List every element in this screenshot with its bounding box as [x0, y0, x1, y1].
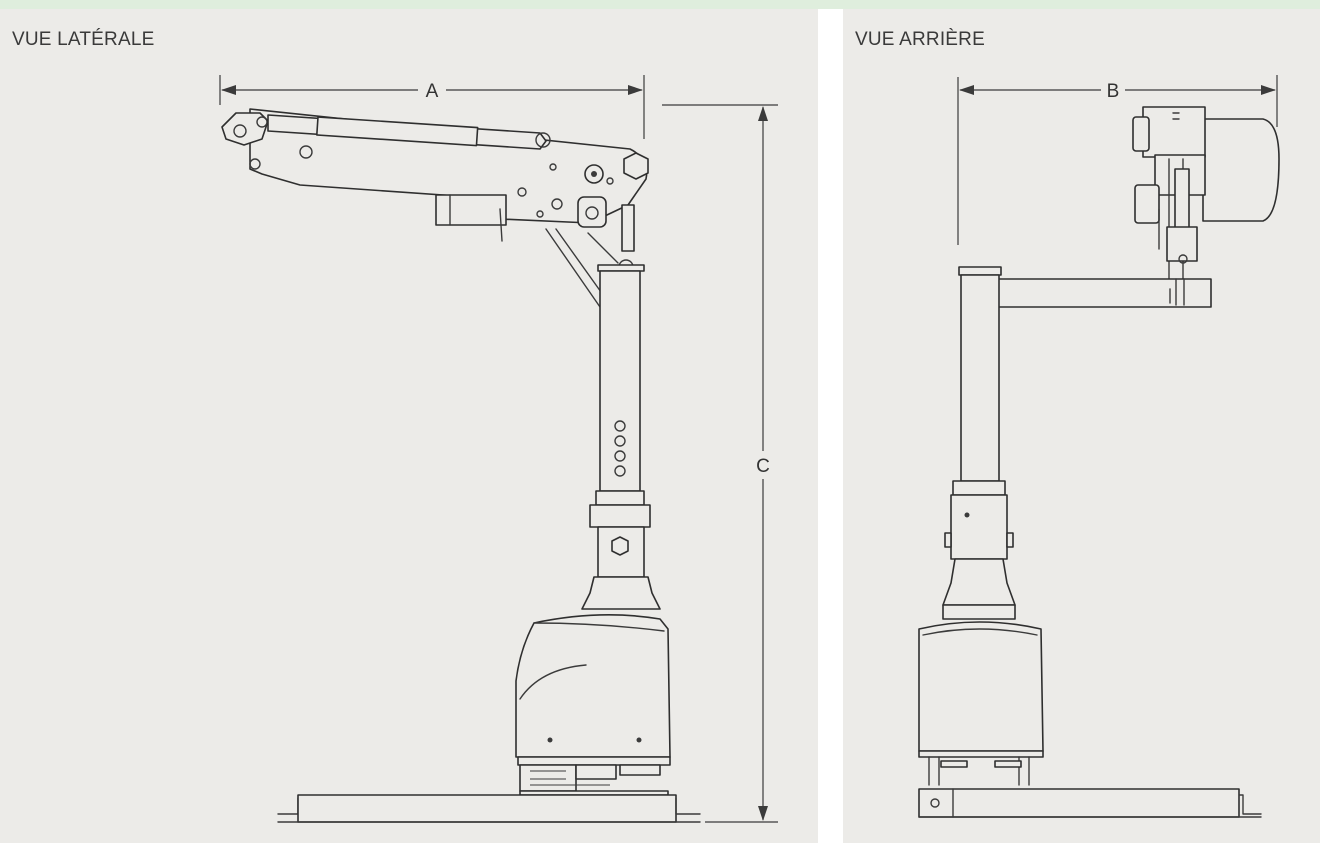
side-view-title: VUE LATÉRALE [12, 29, 155, 50]
rear-foot-rail [918, 788, 1262, 818]
dimension-c: C [662, 104, 778, 823]
dimension-a: A [219, 75, 645, 139]
dimension-c-label: C [756, 456, 770, 477]
dimension-b: B [957, 75, 1278, 245]
base-housing [515, 614, 671, 796]
rear-view-title: VUE ARRIÈRE [855, 29, 985, 50]
rear-view-drawing: B [918, 75, 1280, 818]
horizontal-arm [994, 278, 1212, 308]
rear-mast [942, 266, 1016, 620]
boom-arm [221, 108, 649, 308]
hoist-head [1132, 106, 1280, 282]
side-view-panel: VUE LATÉRALE A C [0, 9, 818, 843]
mast [581, 264, 661, 610]
rear-base-housing [918, 621, 1044, 786]
side-view-drawing: A C [219, 75, 778, 823]
top-accent-strip [0, 0, 1320, 9]
rear-view-panel: VUE ARRIÈRE B [843, 9, 1320, 843]
dimension-a-label: A [426, 81, 439, 102]
dimension-b-label: B [1107, 81, 1120, 102]
foot-rail [277, 794, 701, 823]
